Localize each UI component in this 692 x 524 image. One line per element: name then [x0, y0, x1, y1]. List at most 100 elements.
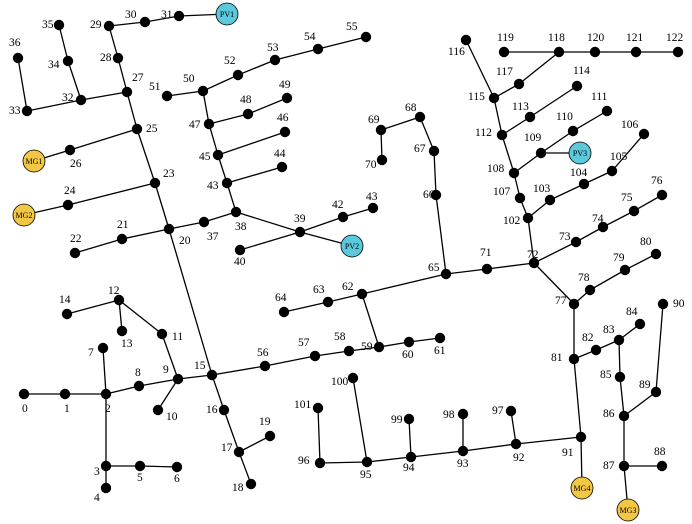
bus-node-91[interactable]: 91 [562, 431, 587, 459]
bus-node-29[interactable]: 29 [90, 19, 115, 32]
bus-node-69[interactable]: 69 [368, 114, 387, 136]
bus-node-56[interactable]: 56 [257, 347, 271, 372]
bus-node-81[interactable]: 81 [551, 352, 580, 365]
bus-node-8[interactable]: 8 [133, 367, 145, 392]
bus-node-32[interactable]: 32 [62, 92, 87, 106]
bus-node-120[interactable]: 120 [587, 32, 605, 58]
bus-node-43[interactable]: 43 [207, 177, 233, 192]
bus-node-86[interactable]: 86 [603, 408, 630, 422]
bus-node-87[interactable]: 87 [603, 460, 630, 472]
bus-node-3[interactable]: 3 [94, 460, 112, 478]
bus-node-105[interactable]: 105 [606, 151, 628, 177]
bus-node-40[interactable]: 40 [234, 244, 246, 268]
bus-node-98[interactable]: 98 [443, 408, 469, 421]
bus-node-74[interactable]: 74 [592, 213, 609, 233]
bus-node-23[interactable]: 23 [149, 168, 175, 189]
bus-node-63[interactable]: 63 [313, 284, 334, 308]
bus-node-62[interactable]: 62 [342, 281, 368, 300]
bus-node-1[interactable]: 1 [59, 388, 71, 415]
bus-node-17[interactable]: 17 [221, 442, 245, 458]
bus-node-57[interactable]: 57 [298, 337, 321, 362]
bus-node-73[interactable]: 73 [559, 231, 582, 248]
bus-node-11[interactable]: 11 [156, 328, 184, 343]
bus-node-79[interactable]: 79 [613, 252, 631, 276]
bus-node-107[interactable]: 107 [493, 186, 526, 204]
bus-node-35[interactable]: 35 [42, 19, 65, 31]
bus-node-84[interactable]: 84 [626, 306, 646, 330]
bus-node-2[interactable]: 2 [100, 388, 112, 415]
bus-node-83[interactable]: 83 [603, 324, 625, 346]
bus-node-20[interactable]: 20 [163, 223, 191, 247]
bus-node-15[interactable]: 15 [194, 360, 218, 381]
bus-node-104[interactable]: 104 [570, 167, 590, 190]
bus-node-96[interactable]: 96 [298, 455, 326, 469]
bus-node-77[interactable]: 77 [555, 295, 580, 310]
bus-node-33[interactable]: 33 [9, 105, 33, 117]
bus-node-97[interactable]: 97 [492, 405, 517, 417]
bus-node-106[interactable]: 106 [621, 119, 650, 140]
bus-node-117[interactable]: 117 [496, 66, 525, 90]
bus-node-72[interactable]: 72 [527, 249, 540, 269]
bus-node-58[interactable]: 58 [334, 331, 355, 357]
bus-node-112[interactable]: 112 [475, 127, 508, 141]
source-pv1[interactable]: PV1 [215, 2, 239, 26]
bus-node-54[interactable]: 54 [304, 31, 324, 55]
source-mg1[interactable]: MG1 [22, 149, 46, 173]
bus-node-99[interactable]: 99 [391, 413, 415, 426]
bus-node-121[interactable]: 121 [626, 32, 644, 58]
bus-node-24[interactable]: 24 [62, 185, 76, 211]
bus-node-55[interactable]: 55 [346, 21, 372, 43]
bus-node-66[interactable]: 66 [423, 189, 442, 201]
bus-node-34[interactable]: 34 [48, 55, 74, 71]
bus-node-12[interactable]: 12 [108, 285, 125, 306]
bus-node-21[interactable]: 21 [116, 219, 129, 245]
bus-node-103[interactable]: 103 [533, 183, 556, 206]
bus-node-116[interactable]: 116 [448, 34, 472, 58]
bus-node-115[interactable]: 115 [468, 91, 500, 104]
bus-node-39[interactable]: 39 [294, 213, 306, 238]
bus-node-119[interactable]: 119 [497, 32, 514, 58]
bus-node-6[interactable]: 6 [171, 461, 183, 485]
bus-node-118[interactable]: 118 [548, 32, 565, 58]
bus-node-0[interactable]: 0 [18, 388, 30, 415]
bus-node-68[interactable]: 68 [405, 102, 426, 123]
bus-node-14[interactable]: 14 [59, 294, 73, 320]
bus-node-28[interactable]: 28 [100, 52, 124, 64]
bus-node-25[interactable]: 25 [131, 123, 158, 135]
bus-node-48[interactable]: 48 [240, 94, 254, 120]
bus-node-71[interactable]: 71 [480, 247, 493, 275]
bus-node-59[interactable]: 59 [361, 341, 385, 353]
bus-node-61[interactable]: 61 [434, 332, 446, 357]
bus-node-67[interactable]: 67 [414, 143, 440, 157]
bus-node-114[interactable]: 114 [571, 65, 590, 92]
bus-node-44[interactable]: 44 [274, 148, 288, 173]
bus-node-70[interactable]: 70 [365, 154, 388, 171]
bus-node-64[interactable]: 64 [275, 292, 290, 318]
bus-node-49[interactable]: 49 [279, 79, 293, 104]
bus-node-16[interactable]: 16 [206, 404, 230, 416]
bus-node-7[interactable]: 7 [88, 342, 109, 359]
bus-node-52[interactable]: 52 [224, 55, 244, 81]
bus-node-51[interactable]: 51 [149, 81, 173, 102]
bus-node-27[interactable]: 27 [121, 72, 144, 98]
bus-node-60[interactable]: 60 [402, 336, 415, 361]
bus-node-30[interactable]: 30 [125, 9, 151, 28]
bus-node-43b[interactable]: 43 [366, 191, 379, 214]
bus-node-101[interactable]: 101 [294, 399, 324, 414]
bus-node-80[interactable]: 80 [640, 236, 662, 260]
bus-node-38[interactable]: 38 [230, 206, 247, 233]
bus-node-4[interactable]: 4 [94, 482, 112, 504]
bus-node-109[interactable]: 109 [524, 132, 547, 159]
bus-node-92[interactable]: 92 [510, 438, 525, 464]
bus-node-82[interactable]: 82 [582, 332, 602, 356]
bus-node-89[interactable]: 89 [639, 379, 662, 398]
bus-node-100[interactable]: 100 [331, 372, 359, 388]
bus-node-95[interactable]: 95 [360, 456, 373, 481]
bus-node-122[interactable]: 122 [666, 32, 684, 58]
bus-node-22[interactable]: 22 [69, 233, 82, 259]
bus-node-50[interactable]: 50 [183, 73, 209, 97]
source-pv3[interactable]: PV3 [568, 141, 592, 165]
source-mg3[interactable]: MG3 [616, 498, 640, 522]
bus-node-88[interactable]: 88 [654, 446, 668, 472]
bus-node-9[interactable]: 9 [163, 364, 184, 385]
